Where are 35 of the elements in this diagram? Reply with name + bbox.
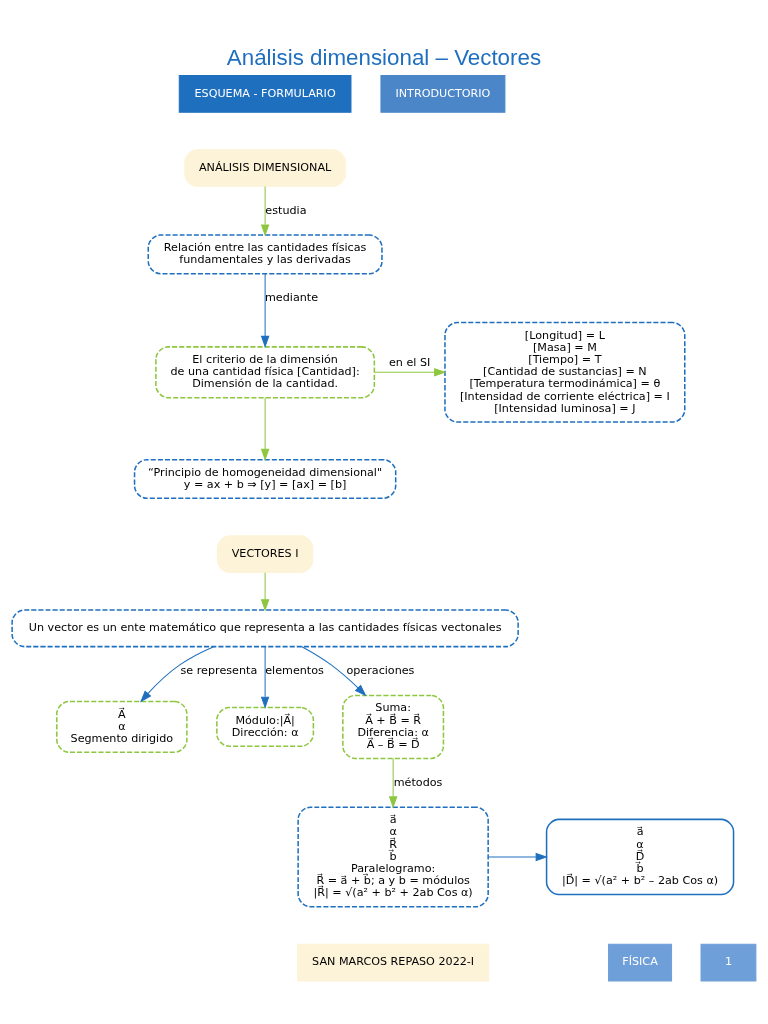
arrow [260, 397, 270, 461]
edge-label: operaciones [346, 663, 415, 677]
node-box: Suma: A⃗ + B⃗ = R⃗ Diferencia: α A⃗ – B⃗ = D⃗ [342, 694, 445, 760]
diagram-title: Análisis dimensional – Vectores [226, 45, 542, 71]
label: 1 [724, 955, 733, 969]
edge-label: en el SI [388, 355, 431, 369]
arrow [301, 646, 367, 697]
node-box: Un vector es un ente matemático que representa a las cantidades físicas vectonales [11, 609, 519, 648]
arrow [374, 368, 447, 377]
edge-label: elementos [265, 663, 324, 677]
label: INTRODUCTORIO [395, 86, 491, 100]
node-box: “Principio de homogeneidad dimensional" y = ax + b ⇒ [y] = [ax] = [b] [133, 458, 397, 500]
label: FÍSICA [622, 955, 658, 969]
node-box: A⃗ α Segmento dirigido [56, 700, 188, 754]
arrow [260, 186, 270, 237]
edge-label: métodos [393, 775, 443, 789]
node-box: ANÁLISIS DIMENSIONAL [184, 149, 346, 187]
node-box: El criterio de la dimensión de una cantidad física [Cantidad]: Dimensión de la cantidad. [155, 346, 376, 399]
arrow [140, 646, 215, 703]
arrow [260, 646, 270, 709]
arrow [260, 572, 270, 612]
node-box: a⃗ α R⃗ b⃗ Paralelogramo: R⃗ = a⃗ + b⃗; a y b = módulos |R⃗| = √(a² + b² + 2ab Cos α) [297, 806, 489, 908]
node-box: VECTORES I [216, 535, 314, 573]
arrow [260, 273, 270, 349]
label: SAN MARCOS REPASO 2022-I [312, 955, 475, 969]
node-box: Relación entre las cantidades físicas fundamentales y las derivadas [147, 234, 383, 275]
arrow [388, 758, 398, 809]
edge-label: se representa [180, 663, 258, 677]
label: ESQUEMA - FORMULARIO [194, 86, 336, 100]
node-box: a⃗ α D⃗ b⃗ |D⃗| = √(a² + b² – 2ab Cos α) [545, 818, 735, 896]
edge-label: estudia [265, 203, 307, 217]
edge-label: mediante [265, 290, 319, 304]
arrow [488, 852, 548, 862]
node-box: [Longitud] = L [Masa] = M [Tiempo] = T [Cantidad de sustancias] = N [Temperatura termodinámica] = θ [Intensidad de corriente eléctrica] = I [Intensidad luminosa] = J [444, 321, 686, 423]
node-box: Módulo:|A⃗| Dirección: α [216, 706, 315, 747]
